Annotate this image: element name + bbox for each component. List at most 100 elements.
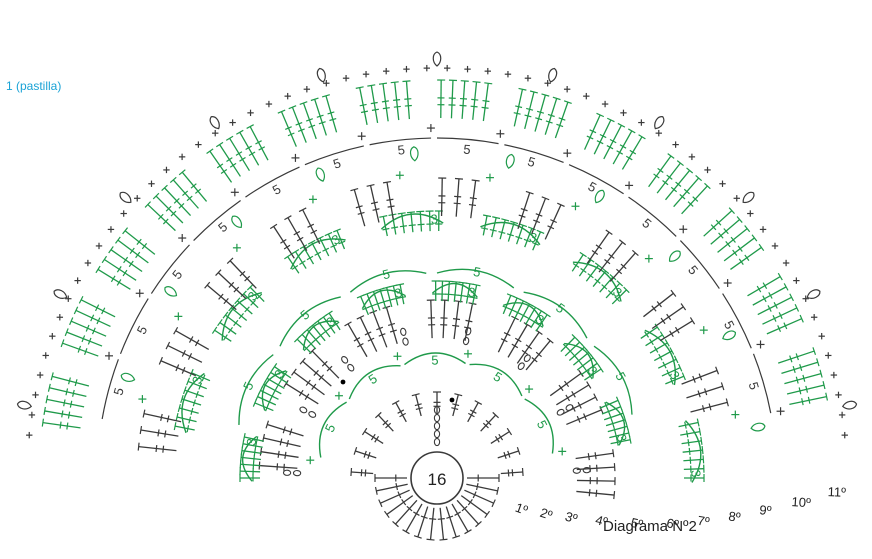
row11-sc bbox=[524, 75, 532, 82]
row5-stitch bbox=[258, 461, 298, 471]
row6-fan-stitch bbox=[683, 464, 705, 473]
row10-stitch bbox=[178, 169, 208, 202]
row11-sc bbox=[672, 141, 679, 148]
row6-fan-stitch bbox=[255, 392, 277, 406]
row6-fan-stitch bbox=[325, 310, 341, 331]
row10-stitch bbox=[310, 97, 327, 136]
row-label: 9º bbox=[759, 502, 773, 518]
row5-chain bbox=[523, 354, 531, 363]
row10-stitch bbox=[69, 317, 107, 337]
row5-stitch bbox=[299, 357, 332, 387]
row11-picot bbox=[742, 191, 755, 204]
row1-stitch bbox=[445, 506, 461, 539]
row6-fan-stitch bbox=[239, 460, 261, 469]
row5-chain bbox=[464, 327, 472, 336]
row6-fan-stitch bbox=[530, 308, 546, 329]
row9-sc bbox=[178, 234, 187, 243]
row11-sc bbox=[583, 92, 590, 100]
row11-picot bbox=[53, 289, 68, 299]
row11-sc bbox=[42, 352, 49, 359]
row6-fan-stitch bbox=[211, 326, 232, 342]
row10-stitch bbox=[481, 82, 493, 122]
row10-stitch bbox=[78, 295, 116, 318]
row7-chain-arc bbox=[593, 345, 633, 415]
row10-stitch bbox=[612, 128, 636, 165]
row8-stitch bbox=[598, 239, 627, 273]
row11-sc bbox=[178, 153, 186, 161]
row6-fan-stitch bbox=[514, 298, 528, 320]
row8-stitch bbox=[142, 409, 182, 423]
row7-chain-arc bbox=[523, 291, 588, 339]
row6-fan-stitch bbox=[239, 467, 261, 476]
row8-picot bbox=[164, 286, 178, 297]
row10-stitch bbox=[723, 234, 758, 262]
row11-sc bbox=[403, 65, 410, 73]
row6-fan-count: 3 bbox=[430, 211, 439, 227]
row11-sc bbox=[148, 180, 155, 187]
row6-fan-stitch bbox=[481, 214, 492, 236]
row6-fan-stitch bbox=[258, 386, 279, 400]
row6-fan-stitch bbox=[298, 331, 317, 350]
row11-sc bbox=[195, 141, 202, 148]
row6-fan-stitch bbox=[369, 289, 382, 311]
row11-sc bbox=[835, 391, 842, 399]
row9-chain-count: 5 bbox=[685, 262, 701, 277]
row7-chain-count: 5 bbox=[612, 369, 629, 383]
row-label: 10º bbox=[791, 494, 811, 510]
row6-fan-stitch bbox=[649, 339, 670, 354]
row5-chain bbox=[556, 408, 565, 416]
row6-fan-stitch bbox=[535, 311, 551, 332]
row11-sc bbox=[107, 226, 115, 233]
row9-chain-count: 5 bbox=[721, 318, 738, 331]
row11-sc bbox=[95, 242, 103, 250]
row6-fan-stitch bbox=[611, 286, 630, 305]
row9-sc bbox=[357, 132, 366, 141]
row6-fan-stitch bbox=[653, 347, 675, 362]
row2-stitch bbox=[451, 393, 463, 417]
row8-picot bbox=[594, 189, 605, 204]
row8-stitch bbox=[137, 442, 177, 453]
row6-fan-stitch bbox=[564, 338, 583, 357]
row11-sc bbox=[771, 242, 779, 250]
row10-stitch bbox=[524, 90, 538, 130]
row10-stitch bbox=[122, 227, 156, 255]
row8-picot bbox=[120, 372, 136, 382]
row8-sc bbox=[644, 254, 653, 263]
row4-sc bbox=[334, 391, 343, 400]
row5-stitch bbox=[561, 393, 598, 416]
row2-stitch bbox=[433, 391, 441, 414]
row2-stitch bbox=[467, 400, 483, 423]
row6-fan-stitch bbox=[291, 248, 307, 269]
row6-fan-count: 3 bbox=[610, 284, 625, 300]
row6-fan-stitch bbox=[389, 284, 400, 306]
row11-sc bbox=[601, 100, 609, 108]
row10-stitch bbox=[206, 148, 233, 183]
row10-stitch bbox=[459, 80, 469, 119]
row6-fan-stitch bbox=[363, 291, 376, 313]
row9-sc bbox=[679, 225, 688, 234]
row11-sc bbox=[49, 332, 56, 340]
row-label: 2º bbox=[538, 505, 554, 523]
row1-chain bbox=[433, 413, 441, 423]
row6-fan-stitch bbox=[640, 323, 661, 339]
row8-picot bbox=[409, 146, 419, 162]
row4-sc bbox=[525, 385, 534, 394]
row6-fan-stitch bbox=[222, 311, 242, 328]
row6-fan-stitch bbox=[680, 427, 702, 438]
row6-fan-stitch bbox=[599, 396, 621, 409]
row8-stitch bbox=[468, 179, 480, 219]
row11-sc bbox=[563, 86, 571, 93]
row8-stitch bbox=[651, 303, 687, 330]
row10-stitch bbox=[299, 101, 317, 140]
row9-chain-arc bbox=[119, 298, 149, 355]
row10-stitch bbox=[757, 293, 794, 316]
row9-chain-arc bbox=[504, 144, 564, 163]
row6-fan-stitch bbox=[309, 322, 326, 342]
row11-sc bbox=[759, 226, 767, 233]
row10-stitch bbox=[169, 176, 199, 209]
row6-fan-count: 3 bbox=[528, 229, 539, 245]
row2-stitch bbox=[353, 446, 377, 459]
row5-stitch bbox=[576, 477, 616, 486]
row6-fan-count: 3 bbox=[189, 374, 205, 385]
